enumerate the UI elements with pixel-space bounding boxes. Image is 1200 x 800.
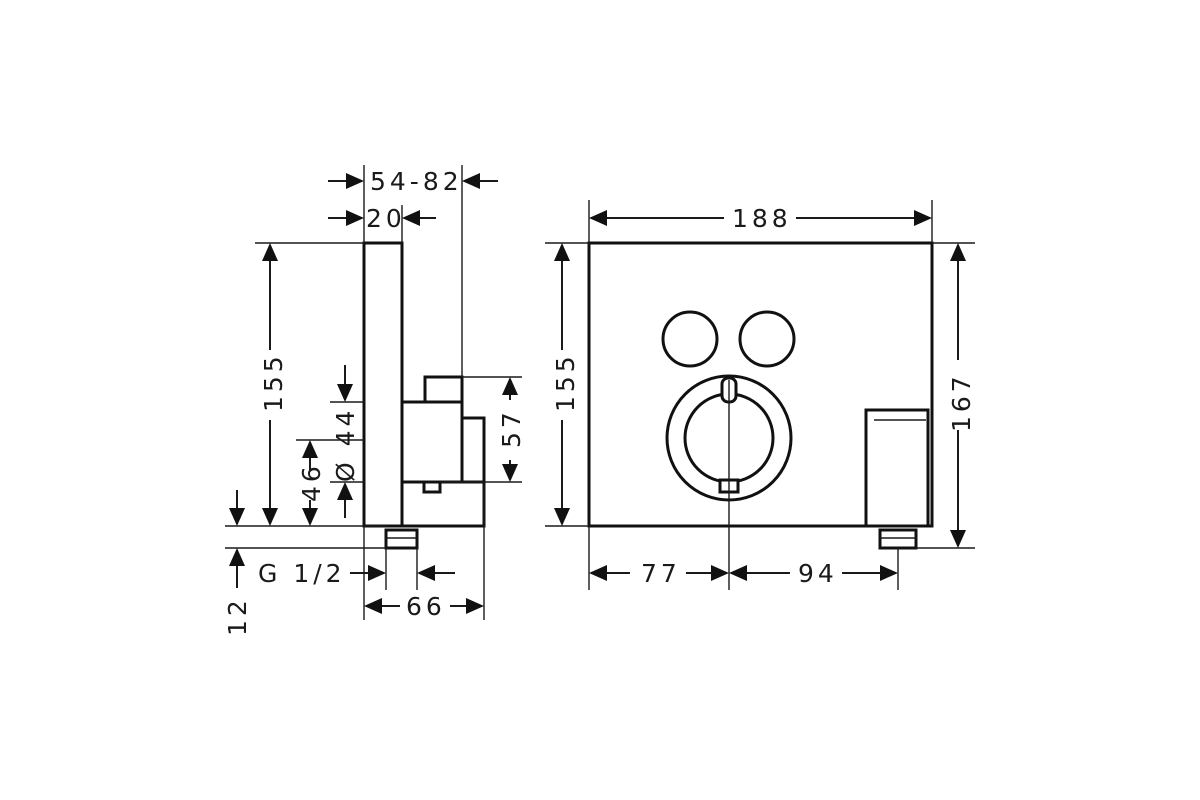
dim-body-depth: 66 [406,592,446,621]
button-left-icon [661,310,719,368]
dim-offset-46: 46 [297,462,326,502]
side-valve-back [460,416,486,487]
side-valve-top [423,375,464,404]
side-outlet-nut [384,528,419,550]
side-valve-foot [400,480,486,528]
side-valve-stub [422,480,442,494]
side-cover-plate [362,241,404,528]
side-valve-body [400,400,464,484]
shower-holder [864,408,930,528]
dim-left-to-valve: 77 [641,559,681,588]
dim-cover-depth: 20 [366,204,406,233]
button-right-icon [738,310,796,368]
front-outlet-nut [878,528,918,550]
side-view: 54-82 20 155 12 46 Ø 44 [223,165,526,636]
dim-depth-range: 54-82 [370,167,463,196]
dim-side-height: 155 [259,352,288,412]
dim-total-height: 167 [947,372,976,432]
front-view: 188 155 167 77 94 [545,200,976,590]
dim-outlet-offset: 12 [223,596,252,636]
dim-diameter: Ø 44 [331,407,360,482]
dim-valve-to-outlet: 94 [798,559,838,588]
dim-front-width: 188 [732,204,792,233]
dim-center-57: 57 [497,408,526,448]
dim-thread-size: G 1/2 [258,559,346,588]
dim-front-height: 155 [551,352,580,412]
